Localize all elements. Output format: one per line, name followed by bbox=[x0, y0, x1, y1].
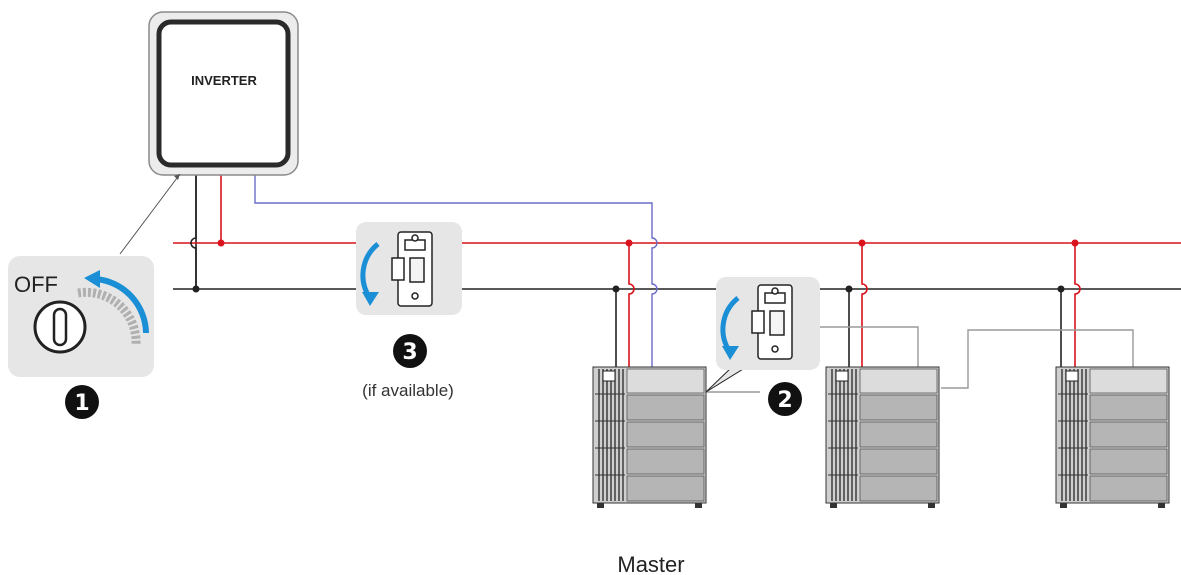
switch-off-label: OFF bbox=[14, 272, 58, 297]
step-3-number: 3 bbox=[402, 340, 417, 365]
link-wires bbox=[706, 326, 1134, 393]
comm-wire bbox=[254, 175, 658, 372]
rotary-switch-panel: OFF bbox=[8, 256, 154, 377]
step-2-number: 2 bbox=[777, 388, 792, 413]
master-label: Master bbox=[617, 552, 684, 575]
negative-bus bbox=[173, 175, 1181, 372]
breaker-panel-step2 bbox=[705, 277, 820, 393]
inverter-label: INVERTER bbox=[191, 73, 257, 88]
battery-slave-1 bbox=[825, 366, 940, 509]
breaker-panel-step3 bbox=[356, 222, 462, 315]
step-3-note: (if available) bbox=[362, 381, 454, 400]
battery-master bbox=[592, 366, 707, 509]
breaker-icon bbox=[751, 284, 793, 360]
inverter: INVERTER bbox=[148, 11, 299, 176]
battery-slave-2 bbox=[1055, 366, 1170, 509]
positive-bus bbox=[173, 175, 1181, 372]
step-2-badge: 2 bbox=[768, 382, 802, 416]
breaker-icon bbox=[391, 231, 433, 307]
step-1-badge: 1 bbox=[65, 385, 99, 419]
step-3-badge: 3 bbox=[393, 334, 427, 368]
step-1-number: 1 bbox=[74, 391, 89, 416]
pointer-line bbox=[119, 173, 181, 255]
